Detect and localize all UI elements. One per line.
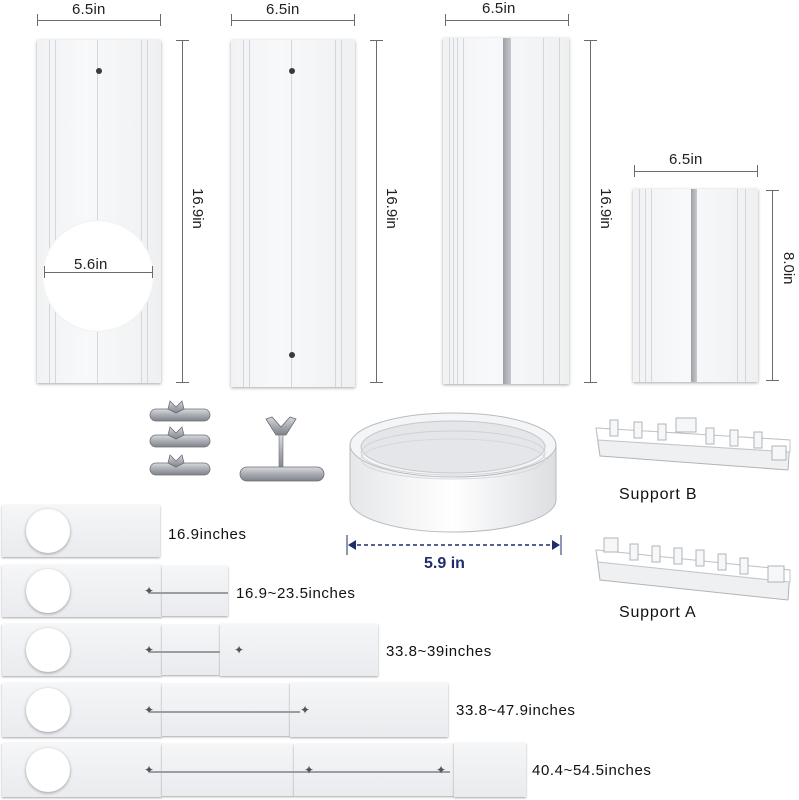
slide-config-4-label: 33.8~47.9inches <box>456 702 576 719</box>
panel-2-screw-hole-bottom <box>289 352 295 358</box>
screw-icon: ✦ <box>144 643 155 657</box>
panel-1-body <box>37 40 161 383</box>
hose-hole <box>26 688 70 732</box>
panel-4-body <box>633 189 758 382</box>
wing-bolt-icon <box>239 416 325 482</box>
panel-1-screw-hole <box>96 68 102 74</box>
support-b-icon <box>595 417 791 471</box>
slide-config-5-label: 40.4~54.5inches <box>532 762 652 779</box>
plate-screw-icon-1 <box>149 400 211 422</box>
screw-icon: ✦ <box>304 763 315 777</box>
slide-config-1-label: 16.9inches <box>168 526 247 543</box>
screw-icon: ✦ <box>234 643 245 657</box>
panel-2-screw-hole-top <box>289 68 295 74</box>
panel-2-width-label: 6.5in <box>266 1 300 18</box>
support-a-label: Support A <box>619 604 697 621</box>
screw-icon: ✦ <box>300 703 311 717</box>
hose-hole <box>26 509 70 553</box>
hose-hole <box>26 569 70 613</box>
panel-1-hole-label: 5.6in <box>74 256 108 273</box>
panel-4-width-label: 6.5in <box>669 151 703 168</box>
hose-hole <box>26 628 70 672</box>
panel-3-width-label: 6.5in <box>482 0 516 17</box>
plate-screw-icon-3 <box>149 454 211 476</box>
hardware-screws <box>149 400 325 482</box>
support-b-label: Support B <box>619 486 698 503</box>
plate-screw-icon-2 <box>149 426 211 448</box>
panel-4-height-label: 8.0in <box>780 252 797 285</box>
panel-3-height-label: 16.9in <box>597 188 614 229</box>
panel-2-height-label: 16.9in <box>383 188 400 229</box>
panel-3-body <box>443 38 569 384</box>
panel-2-body <box>231 40 355 387</box>
screw-icon: ✦ <box>144 703 155 717</box>
hose-hole <box>26 748 70 792</box>
panel-1-height-label: 16.9in <box>189 188 206 229</box>
panel-1-width-label: 6.5in <box>72 1 106 18</box>
screw-icon: ✦ <box>144 584 155 598</box>
slide-config-2-label: 16.9~23.5inches <box>236 585 356 602</box>
screw-icon: ✦ <box>144 763 155 777</box>
screw-icon: ✦ <box>436 763 447 777</box>
connector-diameter-label: 5.9 in <box>424 555 465 572</box>
support-a-icon <box>595 537 791 601</box>
slide-config-3-label: 33.8~39inches <box>386 643 492 660</box>
hose-connector-icon <box>349 412 557 533</box>
panel-1-hose-hole <box>42 220 154 332</box>
